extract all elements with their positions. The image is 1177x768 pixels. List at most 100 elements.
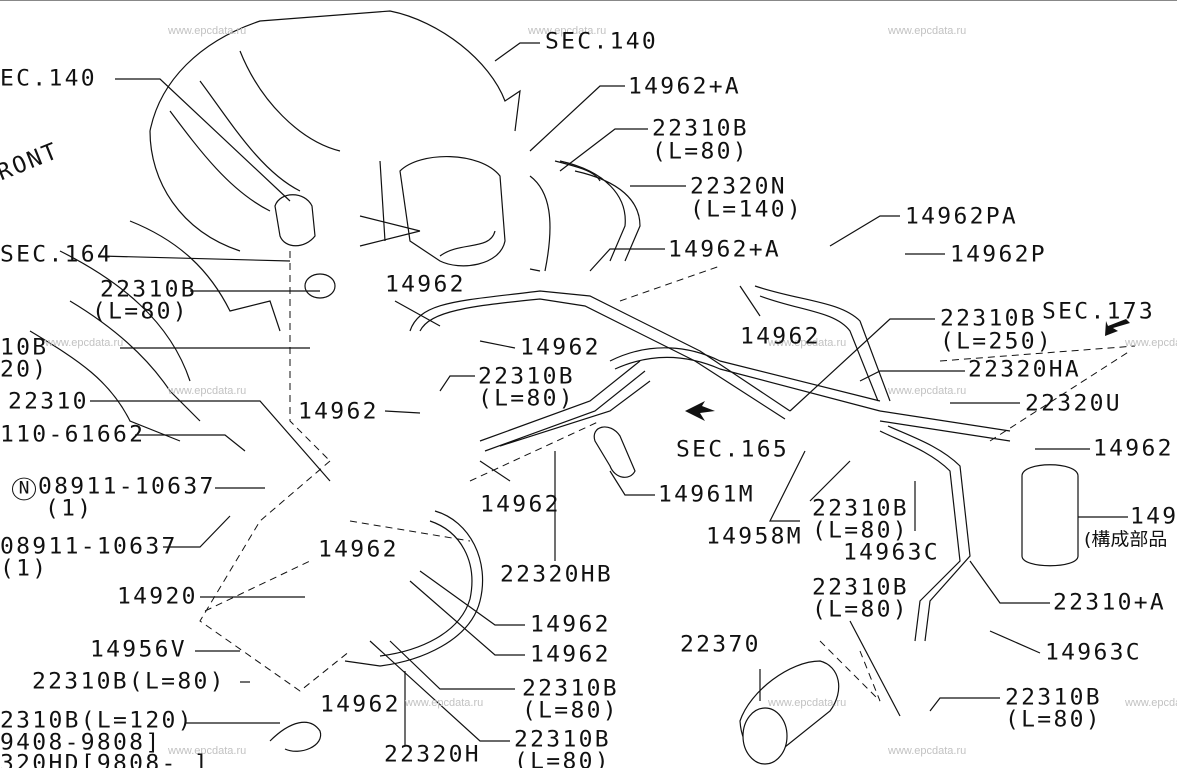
callout-22370[interactable]: 22370 <box>680 632 761 658</box>
bracket-14961M <box>593 426 636 478</box>
callout-22310B-80[interactable]: 22310B(L=80) <box>32 669 226 695</box>
callout-22320N[interactable]: 22320N <box>690 174 787 200</box>
watermark: www.epcdata.ru <box>888 385 967 397</box>
callout-22310B[interactable]: 22310B <box>514 727 611 753</box>
callout-bolt[interactable]: 110-61662 <box>0 422 146 448</box>
callout-length: (L=140) <box>690 197 804 223</box>
callout-qty: (1) <box>0 556 49 582</box>
watermark: www.epcdata.ru <box>768 337 847 349</box>
callout-14962PA[interactable]: 14962PA <box>905 204 1019 230</box>
callout-sec140-left[interactable]: EC.140 <box>0 66 97 92</box>
callout-14962[interactable]: 14962 <box>320 692 401 718</box>
callout-components-note: (構成部品 <box>1084 529 1168 551</box>
callout-22310B-cut[interactable]: 10B <box>0 335 49 361</box>
callout-qty: (1) <box>45 496 94 522</box>
callout-22310[interactable]: 22310 <box>8 389 89 415</box>
pipe-22320HB <box>479 360 651 452</box>
pipe-main-1 <box>409 290 791 420</box>
canister-14950 <box>1021 464 1079 567</box>
n-marker: N <box>12 477 36 501</box>
callout-14962P[interactable]: 14962P <box>950 242 1047 268</box>
callout-22310B-120[interactable]: 2310B(L=120) <box>0 708 194 734</box>
watermark: www.epcdata.ru <box>168 745 247 757</box>
callout-22310B[interactable]: 22310B <box>812 575 909 601</box>
watermark: www.epcdata.ru <box>528 25 607 37</box>
watermark: www.epcdata.ru <box>768 697 847 709</box>
callout-22320HA[interactable]: 22320HA <box>968 357 1082 383</box>
callout-14962[interactable]: 14962 <box>530 642 611 668</box>
dashed-lines <box>199 251 1136 702</box>
callout-14958M[interactable]: 14958M <box>706 524 803 550</box>
engine-outline <box>29 10 521 442</box>
watermark: www.epcdata.ru <box>168 25 247 37</box>
callout-14956V[interactable]: 14956V <box>90 637 187 663</box>
callout-14962[interactable]: 14962 <box>740 324 821 350</box>
hose-22310B-top <box>529 160 601 272</box>
callout-sec164[interactable]: SEC.164 <box>0 242 114 268</box>
callout-14962A[interactable]: 14962+A <box>668 237 782 263</box>
callout-sec173[interactable]: SEC.173 <box>1042 299 1156 325</box>
callout-length: (L=250) <box>940 329 1054 355</box>
callout-length: (L=80) <box>514 749 611 768</box>
callout-sec140[interactable]: SEC.140 <box>545 29 659 55</box>
nut-part-number: 08911-10637 <box>38 474 216 500</box>
hose-22320N <box>559 160 641 262</box>
hose-22310B-250 <box>754 285 891 402</box>
arrow-sec165 <box>685 401 715 421</box>
leader-lines <box>90 42 1128 746</box>
callout-canister[interactable]: 149 <box>1130 504 1177 530</box>
callout-22310B[interactable]: 22310B <box>652 116 749 142</box>
callout-22320U[interactable]: 22320U <box>1025 391 1122 417</box>
callout-14962[interactable]: 14962 <box>530 612 611 638</box>
sensor-part <box>274 194 316 247</box>
hose-22320H <box>344 510 484 667</box>
callout-length: (L=80) <box>478 386 575 412</box>
callout-22310B[interactable]: 22310B <box>940 306 1037 332</box>
intake-body <box>359 155 506 267</box>
watermark: www.epcdata.ru <box>888 745 967 757</box>
callout-14963C[interactable]: 14963C <box>1045 640 1142 666</box>
callout-14963C[interactable]: 14963C <box>843 540 940 566</box>
arrow-sec173 <box>1105 319 1130 336</box>
callout-22310B[interactable]: 22310B <box>478 364 575 390</box>
callout-14962[interactable]: 14962 <box>298 399 379 425</box>
callout-14962A[interactable]: 14962+A <box>628 74 742 100</box>
watermark: www.epcdata.ru <box>405 697 484 709</box>
watermark: www.epcdata.ru <box>888 25 967 37</box>
callout-sec165[interactable]: SEC.165 <box>676 437 790 463</box>
pipe-22320HA <box>609 347 881 412</box>
callout-14962[interactable]: 14962 <box>520 335 601 361</box>
callout-22310B[interactable]: 22310B <box>812 496 909 522</box>
callout-14962[interactable]: 14962 <box>385 272 466 298</box>
callout-nut[interactable]: 08911-10637 <box>0 534 178 560</box>
callout-14962[interactable]: 14962 <box>480 492 561 518</box>
callout-22320H[interactable]: 22320H <box>384 742 481 768</box>
callout-length: (L=80) <box>522 698 619 724</box>
callout-length: 20) <box>0 357 49 383</box>
callout-22310B[interactable]: 22310B <box>522 676 619 702</box>
callout-22320HB[interactable]: 22320HB <box>500 562 614 588</box>
callout-14961M[interactable]: 14961M <box>658 482 755 508</box>
callout-14920[interactable]: 14920 <box>117 584 198 610</box>
filter-end <box>742 707 788 765</box>
callout-14962[interactable]: 14962 <box>1093 436 1174 462</box>
pipe-22320U <box>879 410 1011 442</box>
callout-length: (L=80) <box>812 597 909 623</box>
callout-22310B[interactable]: 22310B <box>100 277 197 303</box>
watermark: www.epcdata.ru <box>168 385 247 397</box>
callout-length: (L=80) <box>92 299 189 325</box>
callout-22310A[interactable]: 22310+A <box>1053 590 1167 616</box>
callout-date-range: 9408-9808] <box>0 730 162 756</box>
watermark: www.epcdata.ru <box>1125 337 1177 349</box>
pipe-22310+A <box>879 425 971 642</box>
callout-length: (L=80) <box>1005 707 1102 733</box>
callout-length: (L=80) <box>812 518 909 544</box>
callout-22320HD[interactable]: 320HD[9808- ] <box>0 751 210 768</box>
callout-22310B[interactable]: 22310B <box>1005 685 1102 711</box>
hose-22310B-120 <box>269 721 322 752</box>
callout-length: (L=80) <box>652 139 749 165</box>
callout-14962[interactable]: 14962 <box>318 537 399 563</box>
